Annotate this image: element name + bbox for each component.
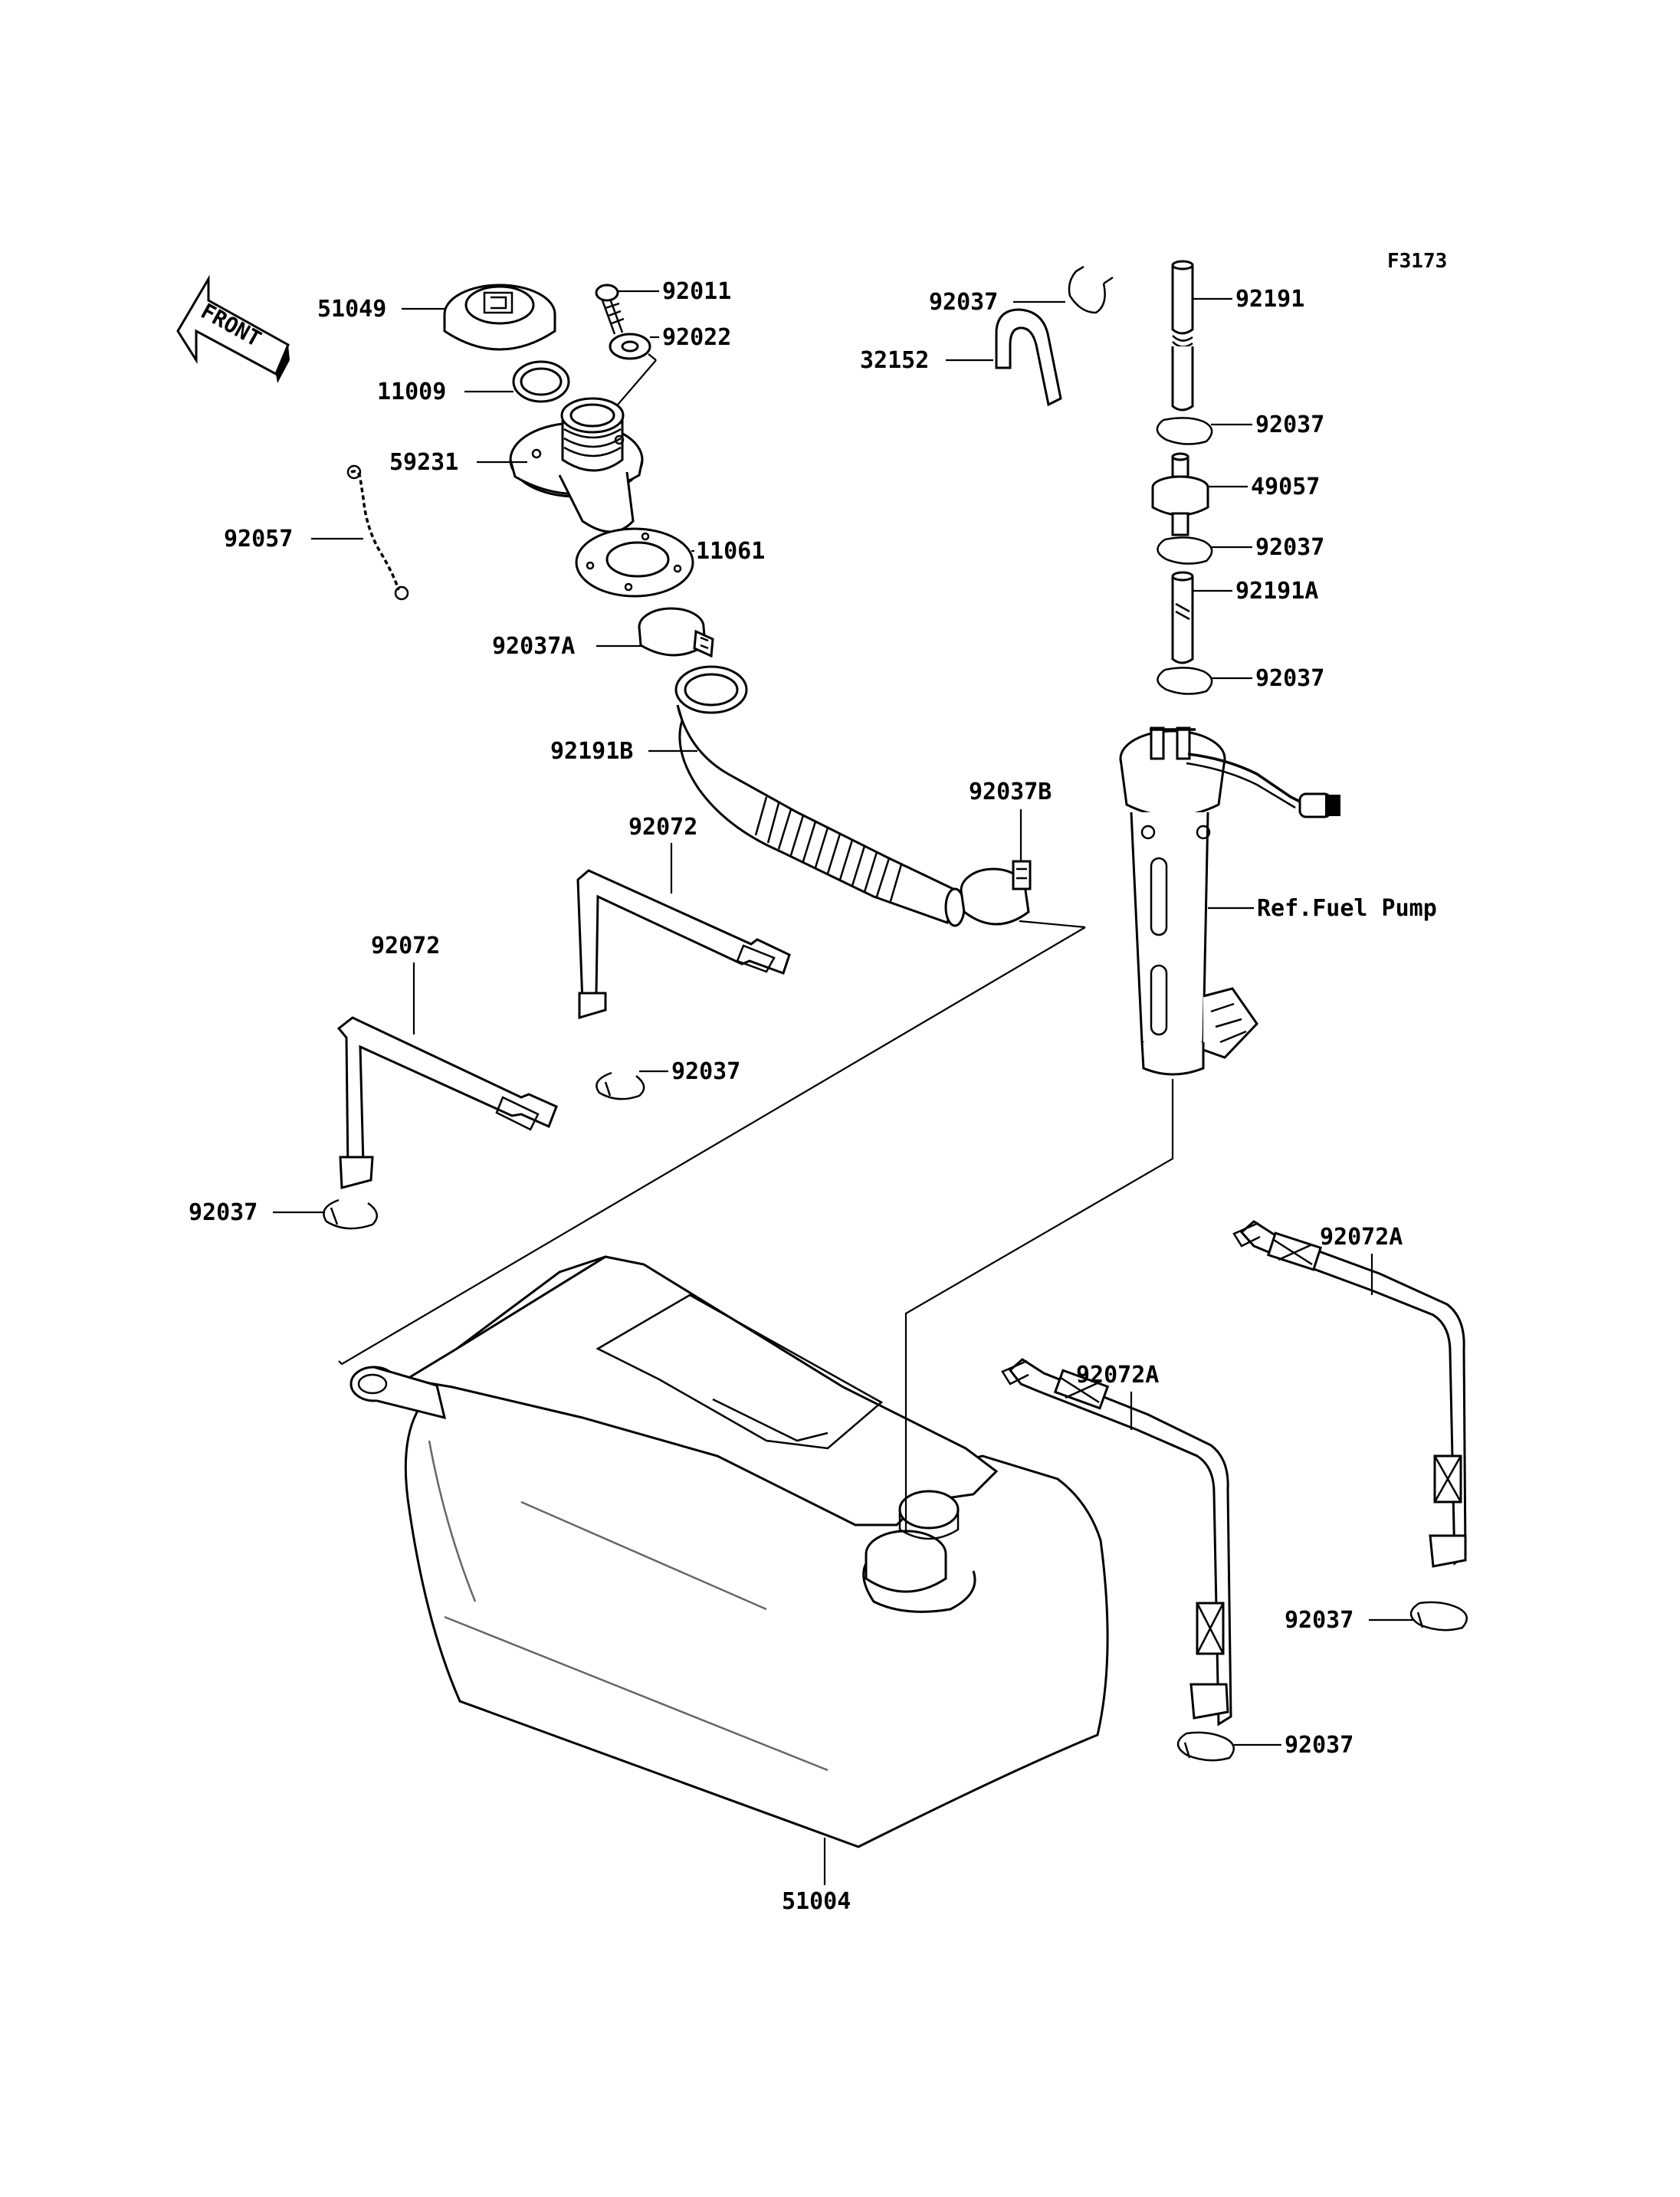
label-49057: 49057 — [1251, 474, 1320, 500]
washer-icon — [609, 333, 651, 360]
clamp-right-lower-icon — [1176, 1731, 1235, 1762]
filler-neck-icon — [509, 397, 644, 533]
clamp-3-icon — [1157, 667, 1213, 695]
bolt-icon — [595, 284, 625, 335]
label-92072a-lower: 92072A — [1076, 1362, 1159, 1389]
label-11009: 11009 — [377, 379, 446, 405]
hose-a-icon — [1171, 571, 1194, 664]
cap-icon — [443, 284, 556, 351]
label-92191: 92191 — [1235, 286, 1304, 313]
label-92037-breather: 92037 — [929, 289, 998, 316]
label-92037-3: 92037 — [1255, 665, 1324, 692]
gasket-icon — [575, 527, 694, 598]
label-92022: 92022 — [662, 324, 731, 351]
clamp-b-icon — [960, 860, 1032, 926]
label-92191a: 92191A — [1235, 578, 1318, 605]
check-valve-icon — [1151, 452, 1209, 536]
label-11061: 11061 — [696, 538, 765, 565]
label-32152: 32152 — [860, 347, 929, 374]
breather-hose-icon — [995, 308, 1062, 407]
label-92072-lower: 92072 — [371, 933, 440, 959]
label-92191b: 92191B — [550, 738, 633, 765]
label-92072-upper: 92072 — [628, 814, 697, 841]
label-92037-1: 92037 — [1255, 412, 1324, 438]
clamp-2-icon — [1157, 536, 1213, 565]
band-right-lower-icon — [1001, 1358, 1232, 1726]
band-right-upper-icon — [1232, 1220, 1467, 1568]
clamp-right-upper-icon — [1409, 1601, 1468, 1631]
o-ring-icon — [512, 360, 570, 403]
label-92037-band-lower: 92037 — [189, 1199, 258, 1226]
figure-code: F3173 — [1387, 250, 1447, 273]
label-92037-2: 92037 — [1255, 534, 1324, 561]
label-92037-right-upper: 92037 — [1285, 1607, 1354, 1634]
label-fuel-pump-ref: Ref.Fuel Pump — [1257, 895, 1437, 922]
clamp-1-icon — [1156, 417, 1213, 445]
label-92072a-upper: 92072A — [1320, 1224, 1403, 1251]
label-92011: 92011 — [662, 278, 731, 305]
label-92057: 92057 — [224, 526, 293, 553]
hose-top-icon — [1171, 260, 1194, 412]
clamp-band-lower-icon — [323, 1199, 378, 1230]
fuel-pump-icon — [1119, 726, 1340, 1076]
front-direction-arrow-icon: FRONT — [176, 274, 290, 383]
label-92037-band-upper: 92037 — [671, 1058, 740, 1085]
clamp-band-upper-icon — [596, 1071, 645, 1100]
fuel-tank-icon — [349, 1255, 1109, 1848]
clamp-a-icon — [638, 607, 714, 658]
label-51004: 51004 — [782, 1888, 851, 1915]
label-92037b: 92037B — [969, 779, 1052, 805]
label-92037a: 92037A — [492, 633, 575, 660]
band-upper-icon — [576, 869, 791, 1020]
band-lower-icon — [336, 1016, 558, 1189]
label-51049: 51049 — [317, 296, 386, 323]
label-92037-right-lower: 92037 — [1285, 1732, 1354, 1759]
label-59231: 59231 — [389, 449, 458, 476]
filler-hose-icon — [674, 665, 966, 927]
strap-cord-icon — [346, 464, 409, 601]
clamp-breather-icon — [1068, 265, 1114, 314]
